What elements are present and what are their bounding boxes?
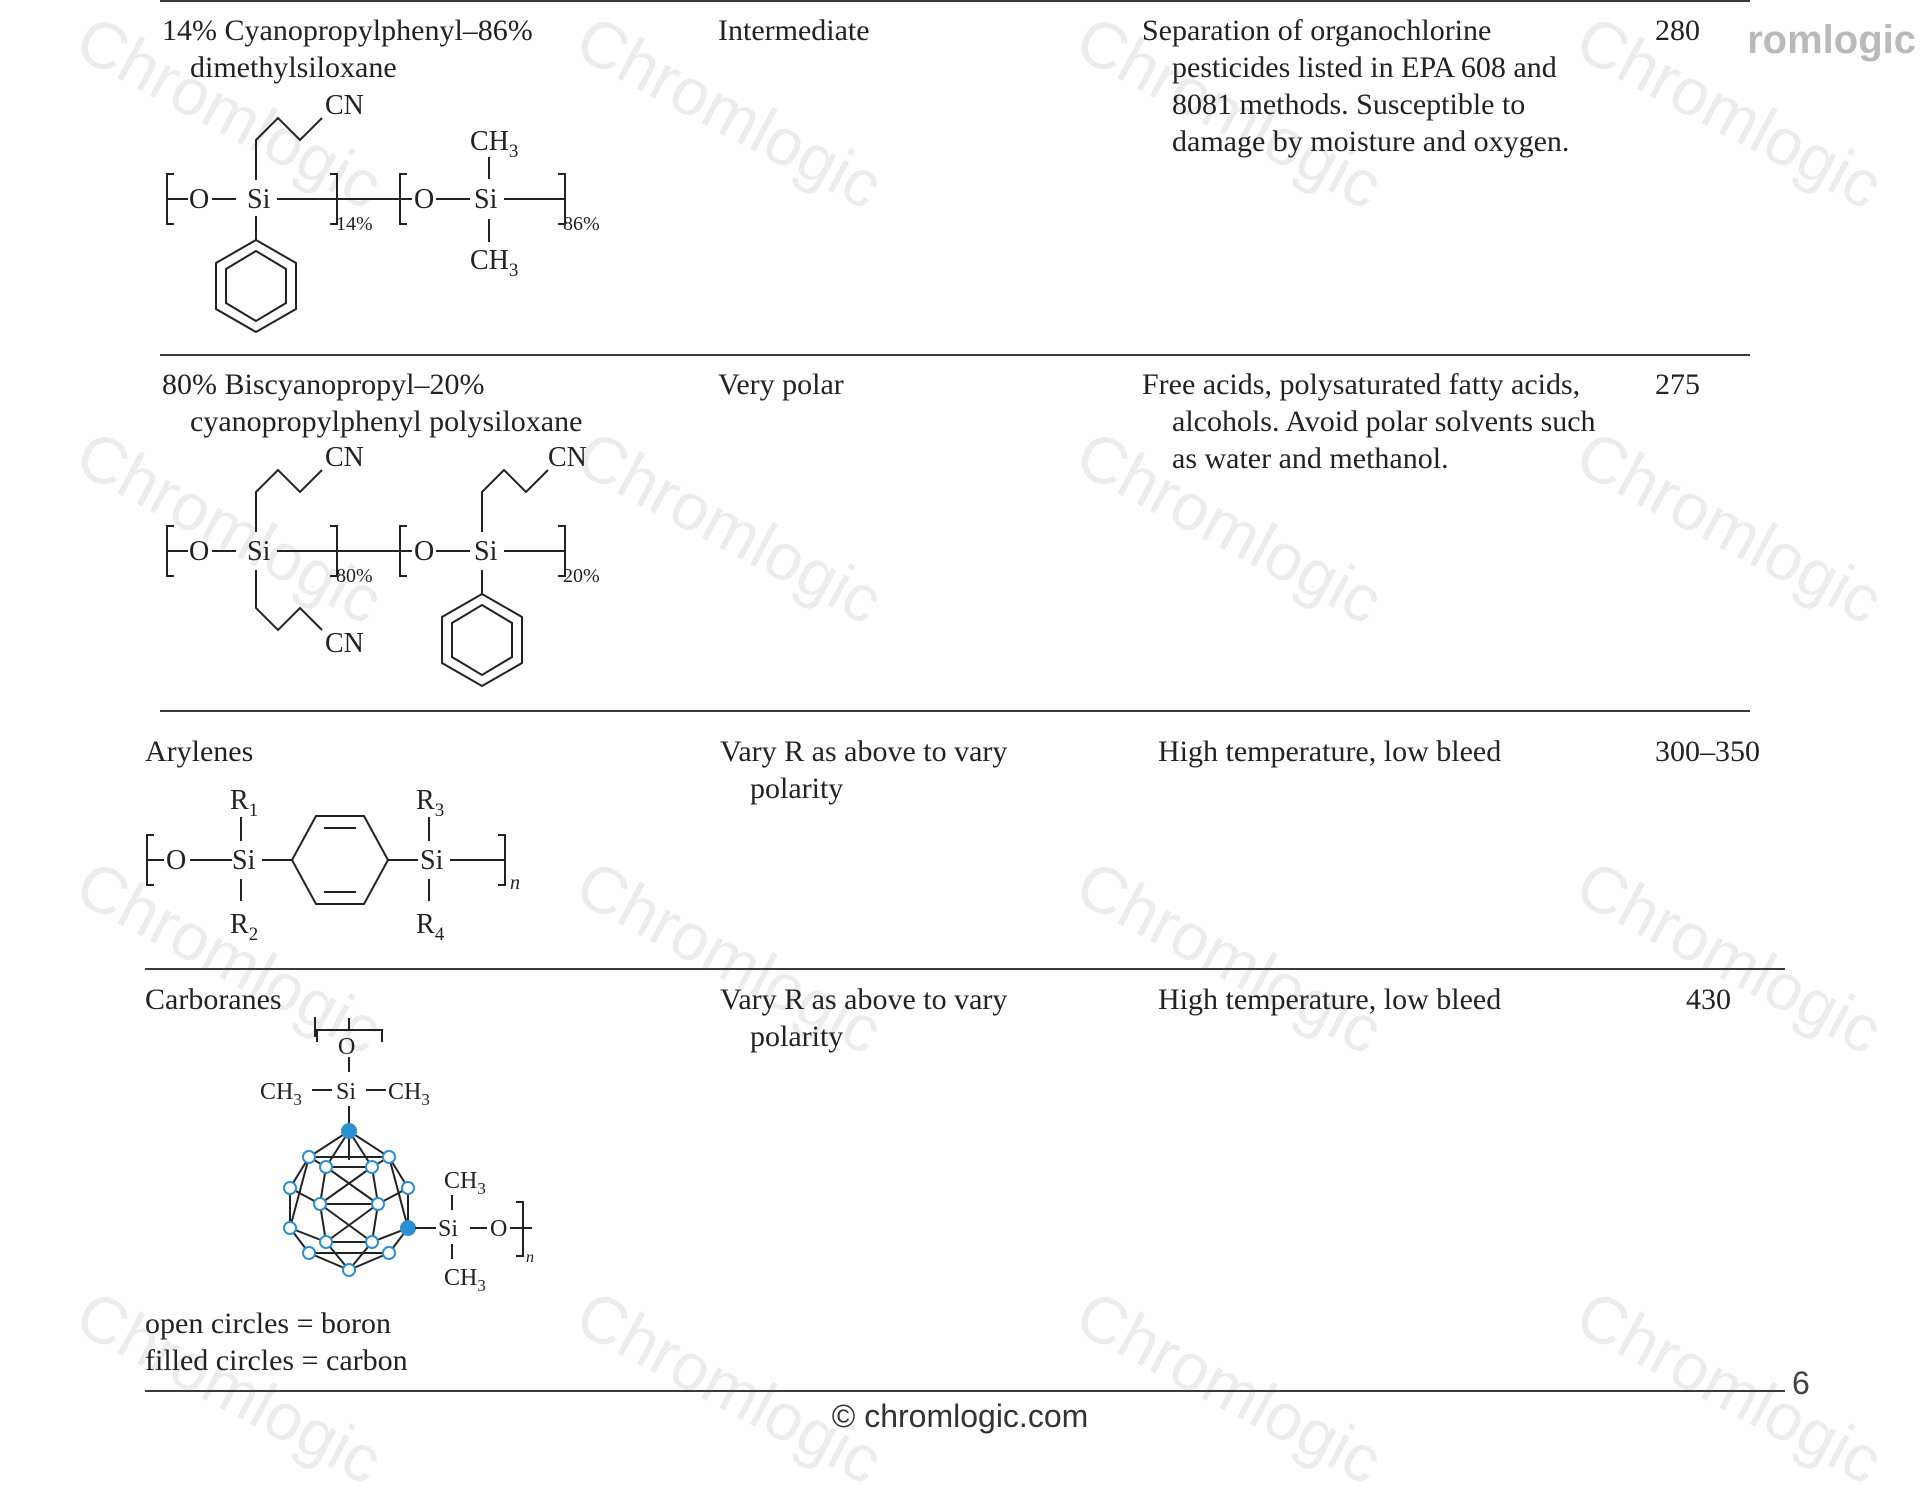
- watermark: Chromlogic: [1564, 1275, 1895, 1498]
- svg-text:n: n: [526, 1249, 534, 1266]
- svg-text:CN: CN: [548, 442, 587, 473]
- max-temp-cell: 300–350: [1655, 735, 1760, 768]
- table-rule: [160, 0, 1750, 2]
- structure-80-biscyanopropyl: O Si CN CN 80% O Si CN 20%: [166, 442, 600, 688]
- svg-text:Si: Si: [232, 845, 256, 876]
- watermark: Chromlogic: [1064, 1275, 1395, 1498]
- structure-arylenes: O Si R1 R2 Si R3 R4 n: [146, 785, 520, 945]
- table-rule: [160, 354, 1750, 356]
- svg-text:O: O: [490, 1216, 507, 1242]
- table-rule: [160, 710, 1750, 712]
- svg-text:CH3: CH3: [260, 1079, 302, 1109]
- uses-cell: Free acids, polysaturated fatty acids, a…: [1142, 368, 1596, 475]
- watermark: Chromlogic: [1564, 415, 1895, 638]
- legend-filled-circles: filled circles = carbon: [145, 1344, 408, 1377]
- phase-name: Arylenes: [145, 735, 254, 768]
- watermark: Chromlogic: [1064, 845, 1395, 1068]
- svg-text:O: O: [338, 1034, 355, 1060]
- svg-text:CH3: CH3: [388, 1079, 430, 1109]
- svg-text:CN: CN: [325, 628, 364, 659]
- uses-cell: Separation of organochlorine pesticides …: [1142, 14, 1570, 158]
- phase-name-cont: cyanopropylphenyl polysiloxane: [190, 405, 583, 438]
- svg-text:R4: R4: [416, 909, 445, 945]
- polarity-cell: Intermediate: [718, 14, 870, 47]
- max-temp-cell: 275: [1655, 368, 1700, 401]
- logo-watermark: romlogic: [1747, 18, 1916, 62]
- svg-text:CN: CN: [325, 90, 364, 121]
- svg-text:Si: Si: [247, 536, 271, 567]
- svg-text:86%: 86%: [563, 213, 600, 235]
- phase-name: Carboranes: [145, 983, 282, 1016]
- phase-name: 14% Cyanopropylphenyl–86%: [162, 14, 533, 47]
- svg-text:Si: Si: [420, 845, 444, 876]
- svg-text:Si: Si: [474, 536, 498, 567]
- page-number: 6: [1792, 1365, 1810, 1401]
- legend-open-circles: open circles = boron: [145, 1307, 392, 1340]
- polarity-cell: Very polar: [718, 368, 844, 401]
- svg-text:14%: 14%: [336, 213, 373, 235]
- svg-text:Si: Si: [438, 1216, 458, 1242]
- svg-text:n: n: [510, 872, 520, 894]
- phase-name: 80% Biscyanopropyl–20%: [162, 368, 485, 401]
- svg-text:O: O: [189, 184, 209, 215]
- svg-text:CH3: CH3: [470, 245, 518, 281]
- table-rule: [145, 968, 1785, 970]
- max-temp-cell: 430: [1686, 983, 1731, 1016]
- svg-text:CH3: CH3: [444, 1265, 486, 1295]
- svg-text:Si: Si: [474, 184, 498, 215]
- phase-name-cont: dimethylsiloxane: [190, 51, 397, 84]
- structure-14-cyanopropylphenyl: O Si CN 14% O Si CH3 CH3 86%: [166, 90, 600, 334]
- svg-text:CH3: CH3: [470, 126, 518, 162]
- svg-text:Si: Si: [247, 184, 271, 215]
- svg-text:CN: CN: [325, 442, 364, 473]
- footer-copyright: © chromlogic.com: [831, 1398, 1089, 1434]
- svg-text:R2: R2: [230, 909, 258, 945]
- polarity-cell: Vary R as above to vary polarity: [720, 983, 1008, 1053]
- polarity-cell: Vary R as above to vary polarity: [720, 735, 1008, 805]
- watermark: Chromlogic: [564, 1275, 895, 1498]
- svg-text:Si: Si: [336, 1079, 356, 1105]
- watermark: Chromlogic: [1564, 845, 1895, 1068]
- svg-text:20%: 20%: [563, 565, 600, 587]
- svg-text:O: O: [414, 184, 434, 215]
- svg-text:CH3: CH3: [444, 1168, 486, 1198]
- svg-text:O: O: [414, 536, 434, 567]
- svg-text:O: O: [189, 536, 209, 567]
- svg-text:R3: R3: [416, 785, 444, 821]
- structure-carboranes: O CH3 Si CH3: [260, 1017, 534, 1295]
- svg-text:R1: R1: [230, 785, 258, 821]
- max-temp-cell: 280: [1655, 14, 1700, 47]
- svg-text:80%: 80%: [336, 565, 373, 587]
- uses-cell: High temperature, low bleed: [1158, 983, 1502, 1016]
- table-rule: [145, 1390, 1785, 1392]
- uses-cell: High temperature, low bleed: [1158, 735, 1502, 768]
- svg-text:O: O: [166, 845, 186, 876]
